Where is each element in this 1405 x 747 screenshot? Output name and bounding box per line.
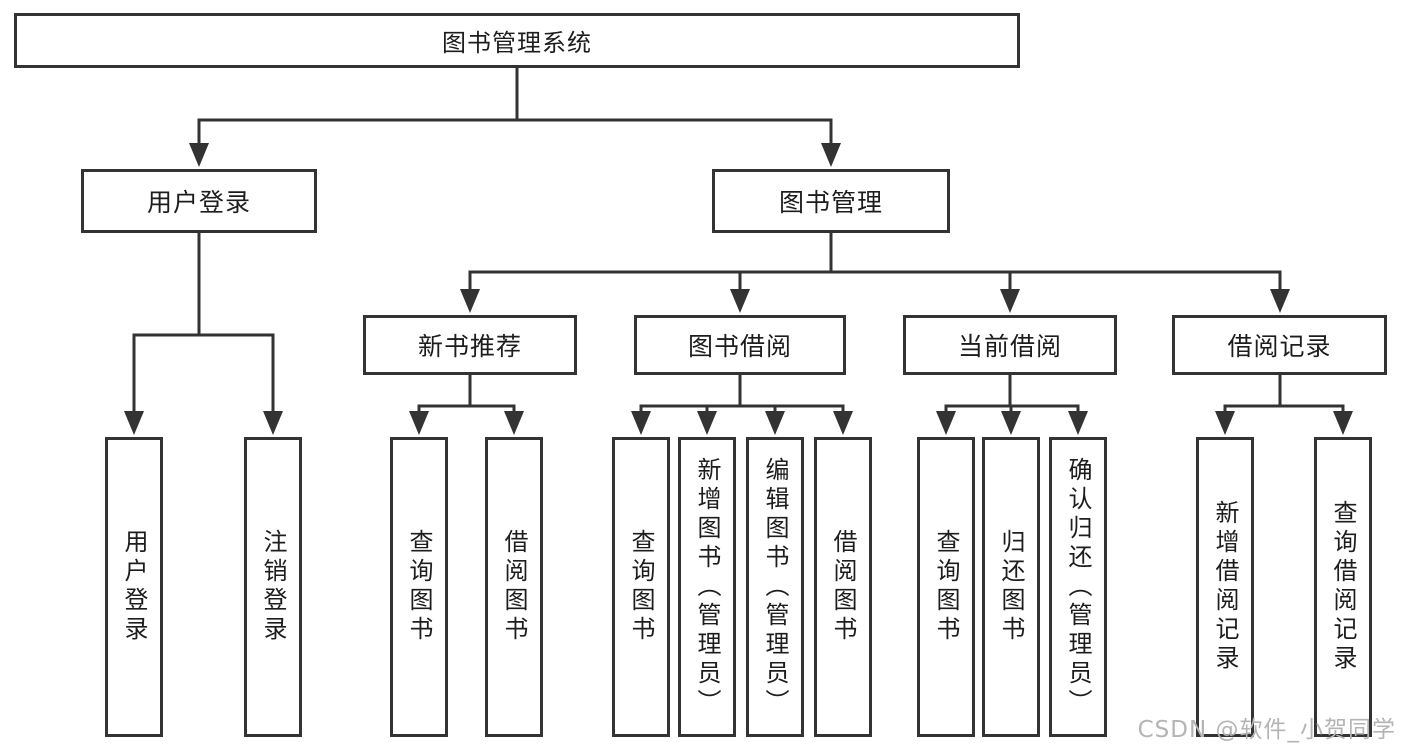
node-query-borrowing-record: 查询借阅记录 [1314, 437, 1372, 737]
node-borrow-books-recommend: 借阅图书 [485, 437, 543, 737]
node-borrowing-records: 借阅记录 [1172, 315, 1387, 375]
node-borrow-books-leaf: 借阅图书 [814, 437, 872, 737]
node-label: 查询图书 [627, 529, 655, 645]
node-label: 新增图书（管理员） [693, 456, 721, 718]
node-label: 借阅记录 [1227, 332, 1332, 361]
node-label: 新增借阅记录 [1211, 500, 1239, 674]
node-library-management-system: 图书管理系统 [14, 13, 1020, 68]
node-label: 查询图书 [932, 529, 960, 645]
node-label: 编辑图书（管理员） [761, 456, 789, 718]
node-query-books-recommend: 查询图书 [390, 437, 448, 737]
node-book-borrowing: 图书借阅 [634, 315, 846, 375]
node-book-management: 图书管理 [712, 169, 950, 233]
node-confirm-return-admin: 确认归还（管理员） [1049, 437, 1107, 737]
node-new-book-recommendation: 新书推荐 [363, 315, 577, 375]
node-label: 用户登录 [146, 188, 251, 217]
node-add-books-admin: 新增图书（管理员） [678, 437, 736, 737]
node-label: 新书推荐 [417, 332, 522, 361]
node-label: 注销登录 [259, 529, 287, 645]
node-user-login-leaf: 用户登录 [105, 437, 163, 737]
node-label: 图书管理系统 [442, 29, 592, 57]
node-label: 用户登录 [120, 529, 148, 645]
node-current-borrowing: 当前借阅 [903, 315, 1117, 375]
node-user-login: 用户登录 [81, 169, 317, 233]
node-label: 查询借阅记录 [1329, 500, 1357, 674]
node-label: 查询图书 [405, 529, 433, 645]
node-label: 图书管理 [778, 188, 883, 217]
node-label: 确认归还（管理员） [1064, 456, 1092, 718]
node-query-books-current: 查询图书 [917, 437, 975, 737]
node-label: 借阅图书 [500, 529, 528, 645]
node-add-borrowing-record: 新增借阅记录 [1196, 437, 1254, 737]
node-edit-books-admin: 编辑图书（管理员） [746, 437, 804, 737]
node-label: 归还图书 [997, 529, 1025, 645]
node-label: 借阅图书 [829, 529, 857, 645]
node-label: 当前借阅 [957, 332, 1062, 361]
node-label: 图书借阅 [687, 332, 792, 361]
csdn-watermark: CSDN @软件_小贺同学 [1137, 717, 1396, 743]
node-logout-leaf: 注销登录 [244, 437, 302, 737]
node-return-books: 归还图书 [982, 437, 1040, 737]
node-query-books-borrowing: 查询图书 [612, 437, 670, 737]
